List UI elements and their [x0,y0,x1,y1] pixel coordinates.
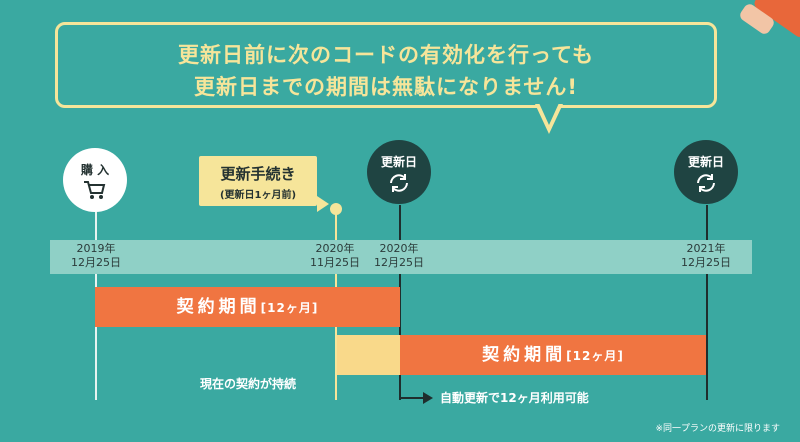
renewal-procedure-box: 更新手続き (更新日1ヶ月前) [199,156,317,206]
date-2020-12-25: 2020年 12月25日 [374,242,424,269]
bubble-line-2: 更新日までの期間は無駄になりません! [194,75,578,99]
renewal-label-2: 更新日 [687,155,724,169]
contract-period-bar-1: 契約期間[12ヶ月] [95,287,400,327]
procedure-title: 更新手続き [220,165,296,183]
arrow-head [423,392,433,404]
renew-cycle-icon [697,174,715,192]
hand-illustration-icon [740,0,800,37]
purchase-marker: 購 入 [63,148,127,212]
date-2019-12-25: 2019年 12月25日 [71,242,121,269]
timeline-band [50,240,752,274]
auto-renew-arrow [400,397,424,399]
renewal-label-1: 更新日 [380,155,417,169]
date-2021-12-25: 2021年 12月25日 [681,242,731,269]
bubble-line-1: 更新日前に次のコードの有効化を行っても [178,43,594,67]
footnote: ※同一プランの更新に限ります [655,424,780,434]
procedure-dot [330,203,342,215]
renewal-marker-2: 更新日 [674,140,738,204]
speech-bubble: 更新日前に次のコードの有効化を行っても 更新日までの期間は無駄になりません! [55,22,717,108]
renew-cycle-icon [390,174,408,192]
procedure-pointer [317,196,329,212]
renewal1-line [399,205,401,400]
date-2020-11-25: 2020年 11月25日 [310,242,360,269]
renewal-marker-1: 更新日 [367,140,431,204]
overlap-period [337,335,400,375]
procedure-subtitle: (更新日1ヶ月前) [219,190,297,201]
purchase-label: 購 入 [80,163,110,177]
continue-note: 現在の契約が持続 [200,377,297,391]
auto-renew-note: 自動更新で12ヶ月利用可能 [440,391,589,405]
shopping-cart-icon [84,181,106,199]
contract-period-bar-2: 契約期間[12ヶ月] [400,335,706,375]
renewal2-line [706,205,708,400]
